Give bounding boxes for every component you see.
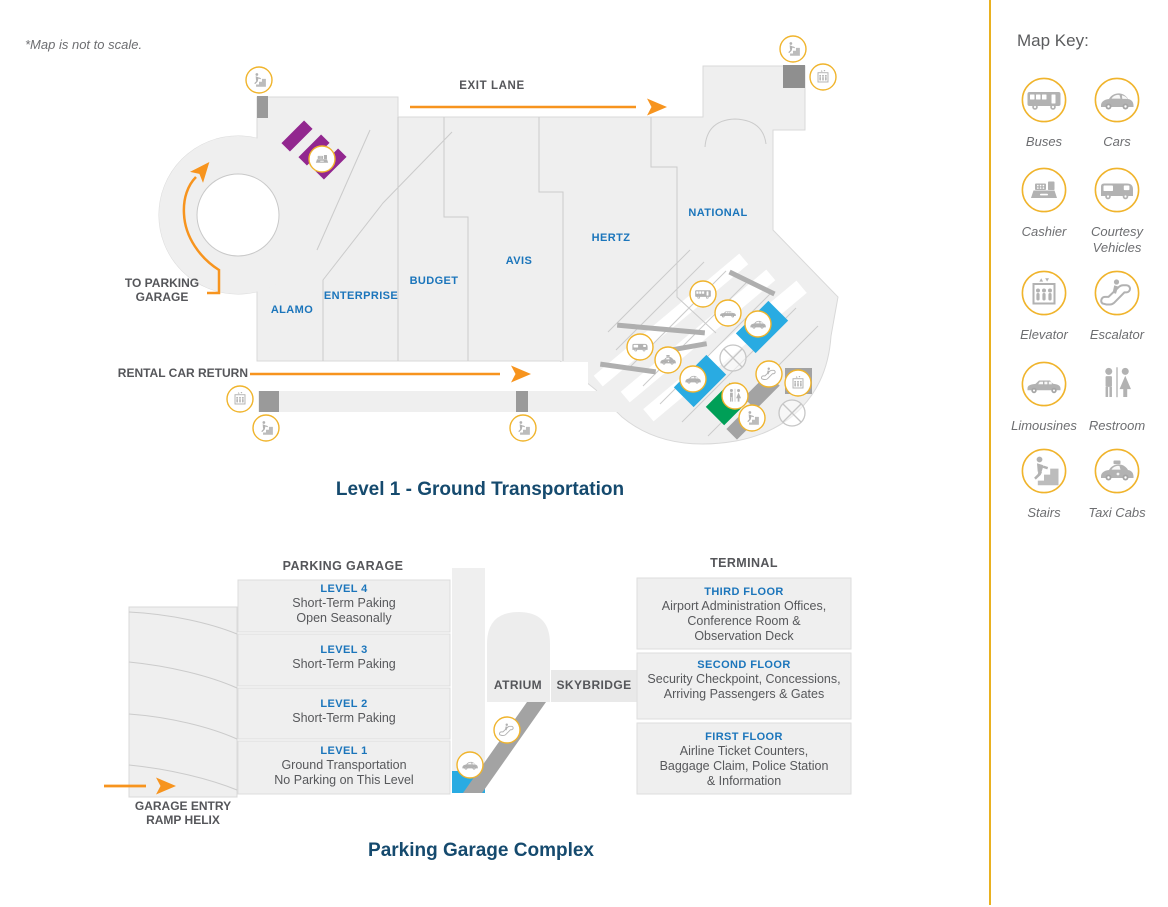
key-item-restroom: Restroom [1079, 361, 1155, 434]
terminal-first-floor: FIRST FLOOR Airline Ticket Counters, Bag… [659, 731, 829, 788]
garage-level-2: LEVEL 2 Short-Term Paking [292, 698, 396, 725]
terminal-floor-boxes [636, 577, 852, 795]
rental-car-return-label: RENTAL CAR RETURN [117, 366, 248, 380]
exit-lane-label: EXIT LANE [459, 80, 525, 92]
terminal-second-floor: SECOND FLOOR Security Checkpoint, Conces… [647, 659, 841, 701]
escalator-icon [755, 360, 783, 388]
restroom-icon [1105, 367, 1131, 398]
bus-icon [1021, 77, 1067, 123]
garage-entry-label: GARAGE ENTRY RAMP HELIX [134, 799, 232, 827]
key-item-limousines: Limousines [1006, 361, 1082, 434]
bus-icon [689, 280, 717, 308]
key-item-elevator: Elevator [1006, 270, 1082, 343]
garage-entry-arrow [104, 777, 176, 795]
escalator-ramp [463, 702, 546, 793]
limousine-icon [1021, 361, 1067, 407]
elevator-icon [226, 385, 254, 413]
car-icon [679, 365, 707, 393]
escalator-icon [493, 716, 521, 744]
zone-label-national: NATIONAL [688, 207, 748, 219]
zone-label-avis: AVIS [505, 255, 533, 267]
rental-return-arrow [250, 365, 531, 383]
courtesy-vehicles-icon [1094, 167, 1140, 213]
key-divider-line [989, 0, 991, 905]
garage-level-1: LEVEL 1 Ground Transportation No Parking… [274, 745, 414, 787]
roundabout-island [196, 173, 280, 257]
elevator-icon [809, 63, 837, 91]
garage-level-boxes [237, 579, 451, 795]
to-parking-garage-label: TO PARKING GARAGE [124, 276, 200, 304]
key-item-cars: Cars [1079, 77, 1155, 150]
taxi-icon [1094, 448, 1140, 494]
garage-level-4: LEVEL 4 Short-Term Paking Open Seasonall… [292, 583, 396, 625]
key-item-taxi-cabs: Taxi Cabs [1079, 448, 1155, 521]
courtesy-vehicles-icon [626, 333, 654, 361]
key-item-cashier: Cashier [1006, 167, 1082, 240]
key-item-escalator: Escalator [1079, 270, 1155, 343]
escalator-icon [1094, 270, 1140, 316]
scale-note: *Map is not to scale. [25, 37, 143, 52]
cashier-icon [308, 145, 336, 173]
zone-label-alamo: ALAMO [270, 304, 314, 316]
map-graphics [104, 35, 852, 798]
garage-complex-graphics [104, 568, 852, 798]
atrium-label: ATRIUM [493, 678, 543, 692]
cashier-icon [1021, 167, 1067, 213]
zone-label-hertz: HERTZ [591, 232, 631, 244]
elevator-icon [784, 369, 812, 397]
car-icon [456, 751, 484, 779]
key-item-stairs: Stairs [1006, 448, 1082, 521]
garage-complex-title: Parking Garage Complex [368, 840, 594, 861]
skybridge-label: SKYBRIDGE [556, 678, 632, 692]
skybridge-shape [551, 670, 637, 702]
elevator-icon [1021, 270, 1067, 316]
garage-level-3: LEVEL 3 Short-Term Paking [292, 644, 396, 671]
door-blocks [257, 65, 805, 412]
atrium-dome [487, 612, 550, 702]
stairs-icon [738, 404, 766, 432]
key-item-courtesy-vehicles: Courtesy Vehicles [1079, 167, 1155, 256]
terminal-heading: TERMINAL [710, 556, 778, 570]
to-garage-arrow [182, 162, 221, 295]
map-key-heading: Map Key: [1017, 31, 1089, 50]
stairs-icon [509, 414, 537, 442]
lane-divider-bars [599, 269, 776, 375]
column-symbols [719, 344, 806, 427]
limousine-icon [714, 299, 742, 327]
parking-garage-heading: PARKING GARAGE [282, 559, 404, 573]
national-arch [704, 118, 767, 148]
terminal-third-floor: THIRD FLOOR Airport Administration Offic… [661, 586, 827, 643]
map-markers [226, 35, 837, 779]
stairs-icon [252, 414, 280, 442]
car-icon [1094, 77, 1140, 123]
zone-label-enterprise: ENTERPRISE [323, 290, 399, 302]
curb-strip [258, 391, 630, 412]
zone-label-budget: BUDGET [409, 275, 459, 287]
stairs-icon [245, 66, 273, 94]
stairs-icon [779, 35, 807, 63]
exit-lane-arrow [410, 98, 667, 116]
level1-title: Level 1 - Ground Transportation [335, 479, 625, 500]
rental-return-road [258, 362, 588, 391]
taxi-icon [654, 346, 682, 374]
ramp-helix-shape [128, 606, 238, 798]
traffic-arrows [182, 98, 667, 383]
key-item-buses: Buses [1006, 77, 1082, 150]
car-icon [744, 310, 772, 338]
stairs-icon [1021, 448, 1067, 494]
restroom-icon [721, 382, 749, 410]
